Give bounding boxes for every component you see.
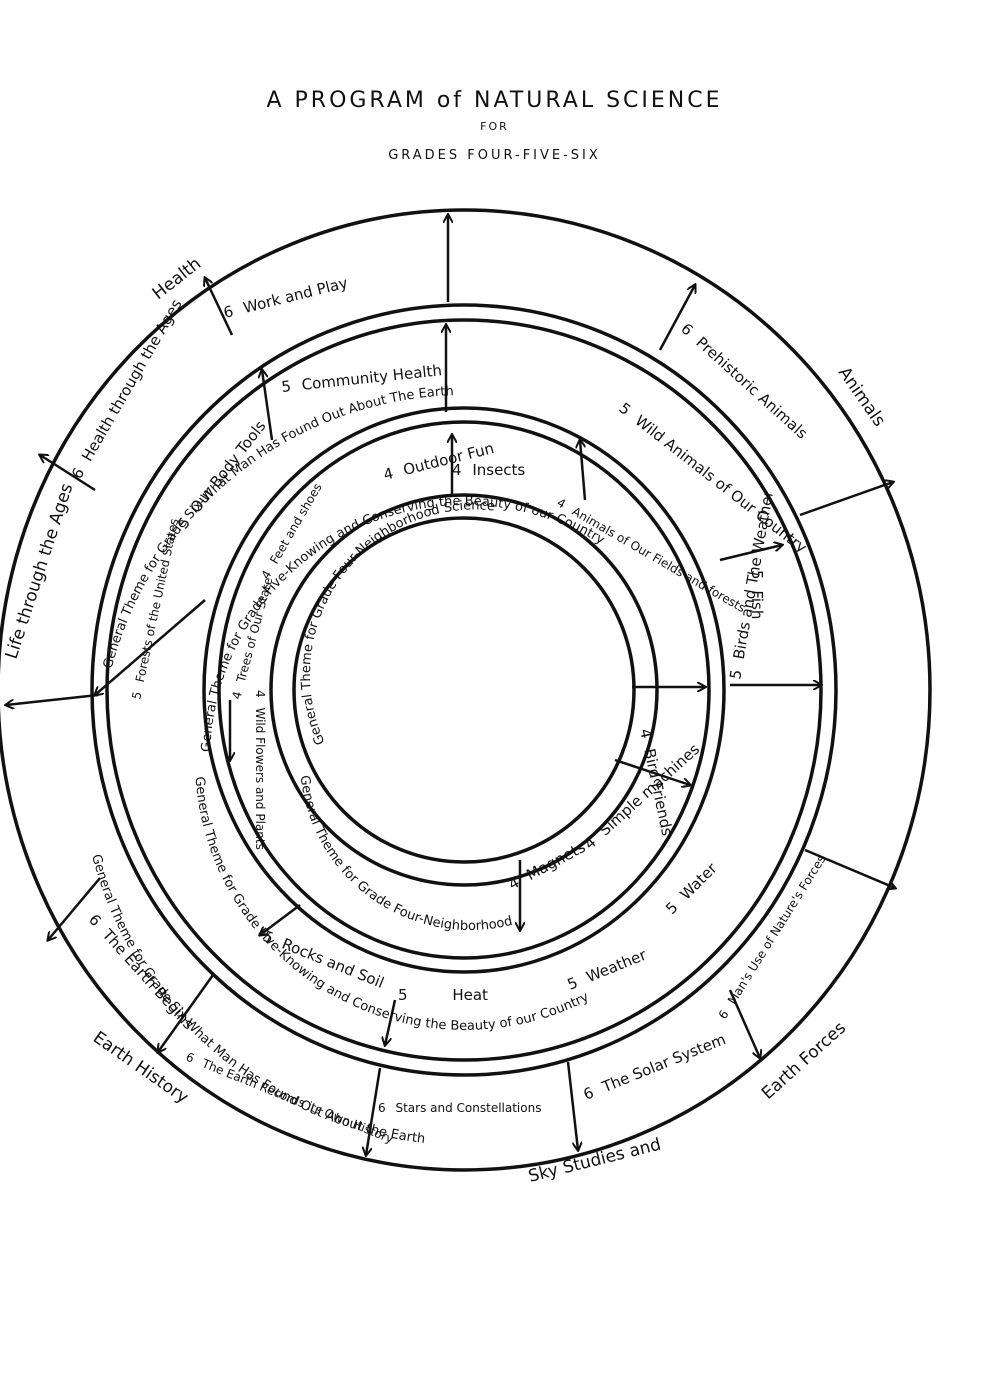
- unit-label: Magnets: [523, 838, 588, 884]
- unit-fish: 5 Fish: [748, 570, 766, 619]
- arrow: [580, 440, 587, 501]
- arrow: [799, 482, 893, 517]
- unit-number: 5: [129, 690, 144, 700]
- arrow: [262, 370, 274, 441]
- arrow: [719, 545, 782, 562]
- unit-number: 6: [378, 1101, 386, 1115]
- unit-label: Work and Play: [241, 274, 349, 317]
- unit-label: Weather: [584, 945, 650, 986]
- arrow: [658, 285, 695, 351]
- arrow: [40, 455, 96, 492]
- ring-grade-five-outer: [202, 406, 726, 974]
- unit-solar-system: 6 The Solar System: [581, 1030, 729, 1104]
- unit-number: 6: [68, 465, 88, 482]
- unit-label: Our Body Tools: [186, 417, 269, 516]
- arrow: [260, 904, 301, 935]
- unit-number: 6: [677, 320, 696, 340]
- unit-number: 6: [581, 1083, 597, 1103]
- unit-water: 5 Water: [662, 859, 721, 918]
- unit-label: Fish: [748, 590, 766, 619]
- arrow: [205, 278, 234, 336]
- unit-label: Stars and Constellations: [395, 1101, 541, 1115]
- unit-number: 4: [382, 464, 396, 484]
- page-title: A PROGRAM of NATURAL SCIENCE: [266, 88, 723, 113]
- title-for: FOR: [480, 120, 509, 133]
- band-themes: General Theme for Grade Four-Neighborhoo…: [88, 384, 607, 1147]
- outer-circle: [0, 208, 932, 1172]
- outer-label-animals: Animals: [834, 363, 889, 430]
- arrow: [614, 758, 690, 785]
- arrow: [48, 877, 101, 940]
- ring-grade-five-inner: [217, 420, 711, 960]
- unit-label: Heat: [452, 986, 488, 1004]
- unit-stars-constellations: 6 Stars and Constellations: [378, 1101, 541, 1115]
- unit-number: 5: [565, 973, 581, 993]
- unit-number: 5: [748, 570, 766, 580]
- unit-number: 5: [398, 986, 408, 1004]
- unit-animals-fields-forests: 4 Animals of Our Fields and forests: [555, 495, 748, 615]
- title-grades: GRADES FOUR-FIVE-SIX: [388, 148, 601, 163]
- rings: [0, 208, 932, 1172]
- arrow: [728, 989, 760, 1058]
- ring-grade-four-outer: [269, 493, 659, 887]
- unit-label: Wild Flowers and Plants: [253, 707, 267, 849]
- unit-number: 4: [452, 461, 462, 479]
- arrow: [566, 1061, 578, 1150]
- unit-number: 6: [85, 911, 105, 930]
- unit-our-body-tools: 5 Our Body Tools: [174, 417, 270, 532]
- unit-label: Health through the Ages: [78, 296, 186, 464]
- unit-label: Water: [676, 859, 721, 904]
- unit-number: 6: [716, 1008, 732, 1022]
- unit-number: 4: [636, 727, 656, 740]
- ring-grade-six-outer: [90, 303, 838, 1077]
- unit-number: 5: [726, 668, 745, 681]
- unit-number: 4: [555, 495, 569, 511]
- outer-label-earth-forces: Earth Forces: [758, 1018, 850, 1104]
- arrow: [366, 1067, 382, 1155]
- unit-wild-flowers-plants: 4 Wild Flowers and Plants: [253, 690, 267, 850]
- unit-number: 5: [616, 399, 635, 419]
- arrow: [95, 599, 206, 695]
- spoke-arrows: [6, 215, 895, 1155]
- theme-grade-four-bottom: General Theme for Grade Four-Neighborhoo…: [297, 775, 514, 934]
- ring-grade-six-inner: [105, 318, 823, 1062]
- unit-weather: 5 Weather: [565, 945, 650, 993]
- arrow: [158, 974, 215, 1052]
- unit-earth-begins: 6 The Earth Begins: [85, 911, 198, 1034]
- unit-label: Insects: [472, 461, 525, 479]
- unit-number: 5: [662, 898, 681, 917]
- arrow: [804, 848, 895, 888]
- unit-label: Man's Use of Nature's Forces: [725, 853, 829, 1007]
- arrow: [385, 999, 397, 1045]
- center-circle: [292, 516, 636, 864]
- arrow: [6, 693, 99, 705]
- unit-number: 4: [229, 690, 245, 701]
- unit-insects: 4 Insects: [452, 461, 525, 479]
- unit-label: The Earth Records its Own History: [199, 1056, 395, 1146]
- unit-number: 4: [253, 690, 267, 698]
- unit-prehistoric-animals: 6 Prehistoric Animals: [677, 320, 811, 443]
- unit-magnets: 4 Magnets: [505, 838, 588, 894]
- unit-number: 6: [184, 1050, 196, 1066]
- unit-work-and-play: 6 Work and Play: [222, 274, 350, 322]
- unit-heat: 5 Heat: [398, 986, 488, 1004]
- unit-number: 5: [281, 377, 292, 396]
